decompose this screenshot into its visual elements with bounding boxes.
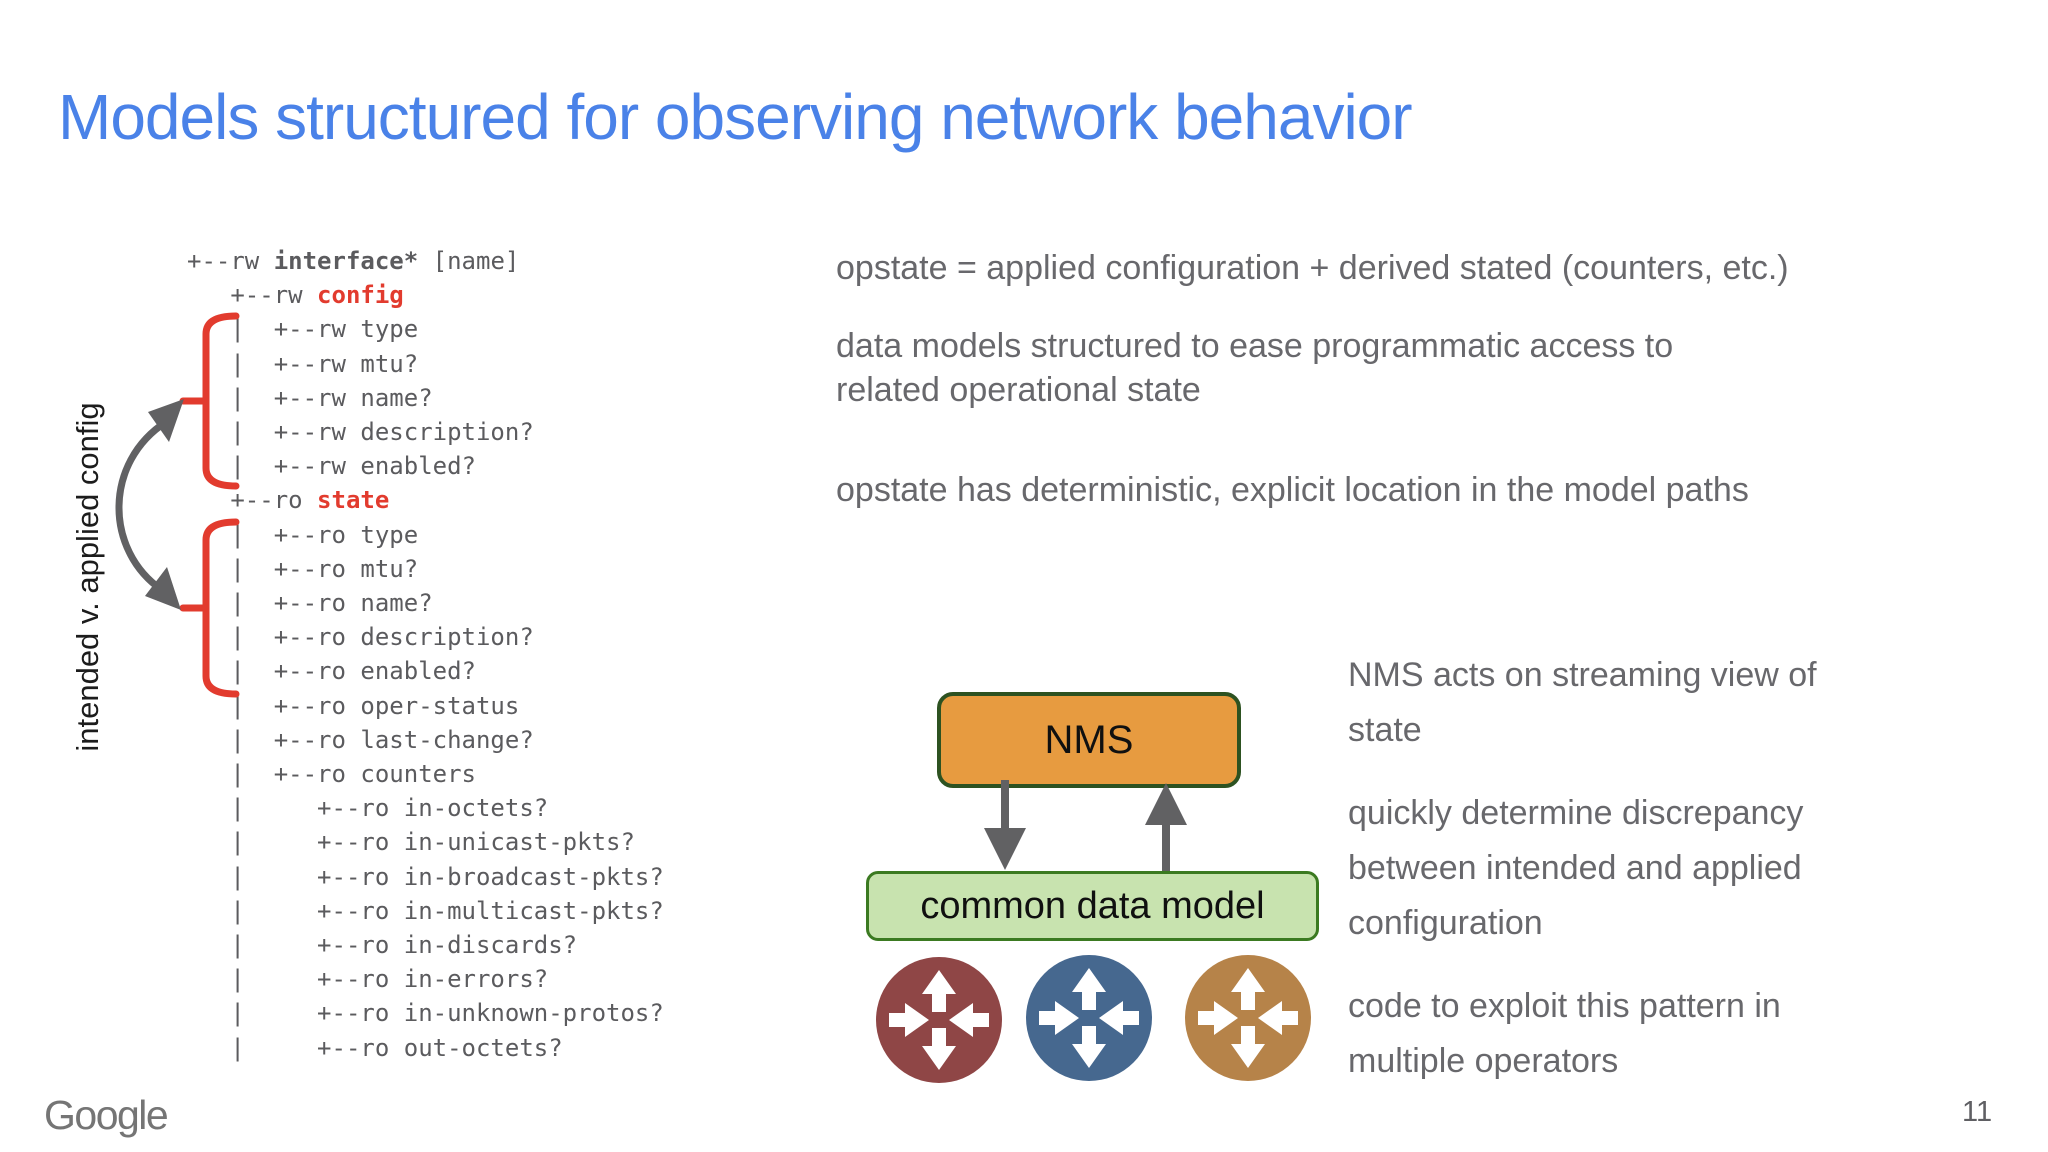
yang-tree-line: | +--rw description? — [187, 418, 534, 447]
yang-tree-line: | +--ro in-multicast-pkts? — [187, 896, 664, 925]
yang-tree-line: | +--ro in-octets? — [187, 794, 549, 823]
note-opstate-definition: opstate = applied configuration + derive… — [836, 249, 1789, 287]
common-data-model-box: common data model — [866, 871, 1319, 941]
yang-tree-line: | +--ro in-discards? — [187, 931, 578, 960]
yang-tree-line: | +--ro description? — [187, 623, 534, 652]
yang-tree-line: | +--rw mtu? — [187, 349, 419, 378]
yang-tree-line: | +--ro out-octets? — [187, 1033, 563, 1062]
page-number: 11 — [1962, 1096, 1993, 1128]
common-data-model-label: common data model — [920, 884, 1265, 927]
router-icons — [876, 955, 1311, 1083]
compare-brackets-arrow — [115, 312, 240, 698]
yang-tree-line: | +--rw enabled? — [187, 452, 476, 481]
yang-tree-line: | +--ro in-unknown-protos? — [187, 999, 664, 1028]
yang-tree-line: | +--ro mtu? — [187, 554, 419, 583]
yang-tree-line: | +--ro counters — [187, 760, 476, 789]
arrow-up-head — [1145, 783, 1187, 825]
google-logo: Google — [44, 1092, 169, 1138]
router-icon-3 — [1185, 955, 1311, 1081]
yang-tree-line: | +--rw name? — [187, 383, 433, 412]
yang-tree-code: +--rw interface* [name] +--rw config | +… — [187, 244, 664, 1065]
nms-cdm-arrows — [984, 780, 1187, 873]
yang-tree-line: | +--ro in-broadcast-pkts? — [187, 862, 664, 891]
red-bracket-config — [202, 312, 240, 490]
nms-box: NMS — [937, 692, 1241, 788]
yang-tree-line: +--rw config — [187, 281, 404, 310]
note-nms-streaming: NMS acts on streaming view of state — [1348, 656, 1817, 749]
router-icon-1 — [876, 957, 1002, 1083]
compare-arc-head-top — [148, 399, 184, 442]
yang-tree-line: | +--ro enabled? — [187, 657, 476, 686]
slide-title: Models structured for observing network … — [58, 81, 1413, 153]
yang-tree-line: +--ro state — [187, 486, 390, 515]
yang-tree-line: | +--ro type — [187, 520, 419, 549]
yang-tree-line: | +--ro in-errors? — [187, 965, 549, 994]
yang-tree-line: | +--ro in-unicast-pkts? — [187, 828, 635, 857]
yang-tree-line: | +--rw type — [187, 315, 419, 344]
red-bracket-state — [202, 518, 240, 698]
arrow-down-head — [984, 828, 1026, 870]
note-data-models: data models structured to ease programma… — [836, 327, 1674, 409]
note-opstate-location: opstate has deterministic, explicit loca… — [836, 471, 1749, 509]
notes-top: opstate = applied configuration + derive… — [836, 246, 2026, 546]
yang-tree-line: +--rw interface* [name] — [187, 247, 520, 275]
note-exploit-pattern: code to exploit this pattern in multiple… — [1348, 987, 1781, 1080]
yang-tree-line: | +--ro name? — [187, 589, 433, 618]
note-discrepancy: quickly determine discrepancy between in… — [1348, 794, 1804, 942]
notes-right: NMS acts on streaming view of state quic… — [1348, 648, 1968, 1117]
compare-arc — [115, 419, 168, 593]
nms-box-label: NMS — [1044, 717, 1134, 762]
yang-tree-line: | +--ro oper-status — [187, 691, 520, 720]
compare-arc-head-bottom — [145, 567, 181, 610]
yang-tree-line: | +--ro last-change? — [187, 725, 534, 754]
router-icon-2 — [1026, 955, 1152, 1081]
